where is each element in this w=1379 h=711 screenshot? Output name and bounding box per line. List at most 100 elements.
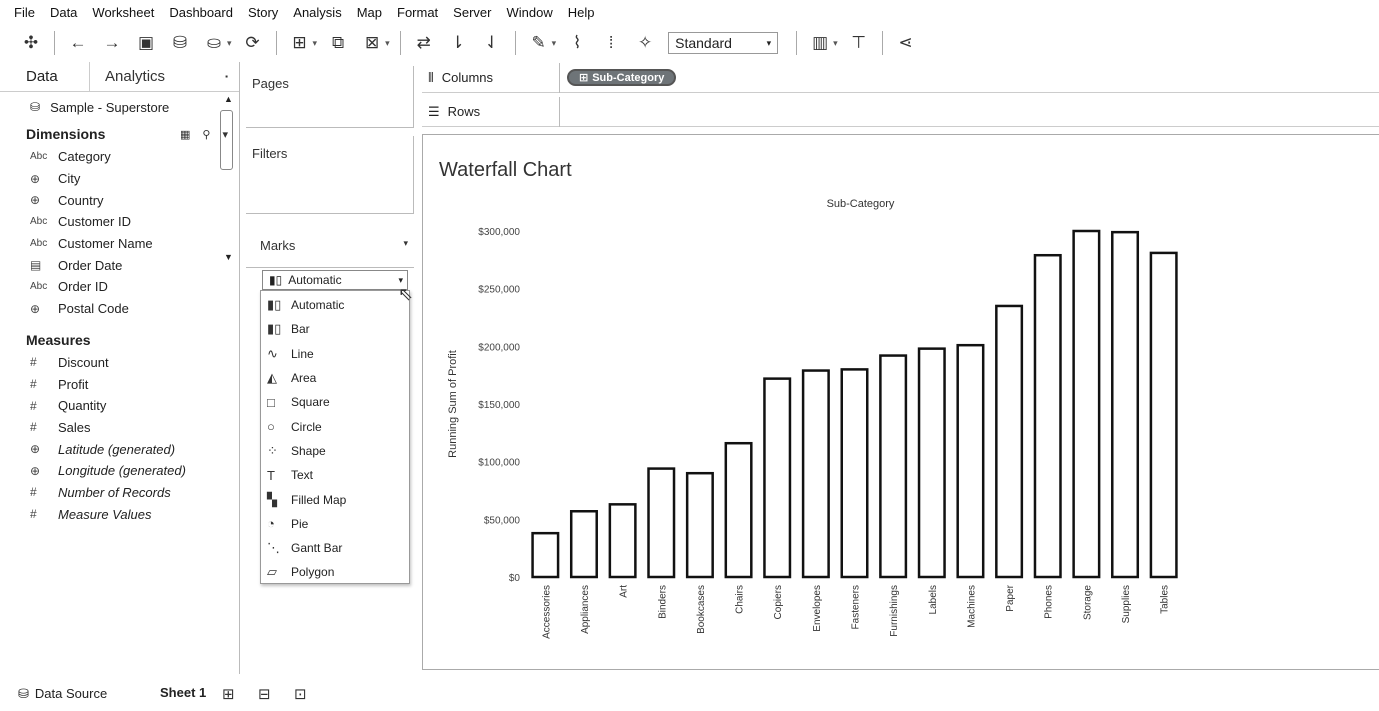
scroll-up-icon[interactable]: ▲ — [224, 94, 233, 104]
mark-option[interactable]: ⁘Shape — [261, 439, 409, 463]
field-item[interactable]: #Measure Values — [0, 503, 240, 525]
chart-bar[interactable] — [995, 304, 1024, 579]
tab-analytics[interactable]: Analytics ▪ — [90, 62, 240, 92]
pause-updates-caret-icon[interactable]: ▾ — [227, 37, 232, 48]
chart-bar[interactable] — [917, 347, 946, 579]
chart-bar[interactable] — [801, 369, 830, 579]
mark-option[interactable]: ▱Polygon — [261, 560, 409, 584]
field-item[interactable]: ⊕City — [0, 168, 240, 190]
new-dashboard-icon[interactable]: ⊟ — [258, 686, 271, 703]
dimensions-menu-icon[interactable]: ▾ — [222, 128, 228, 141]
dimensions-scrollbar[interactable] — [220, 110, 233, 170]
duplicate-sheet-icon[interactable]: ⧉ — [331, 33, 345, 52]
filters-card[interactable]: Filters — [246, 136, 414, 214]
marks-menu-icon[interactable]: ▾ — [403, 238, 408, 248]
share-icon[interactable]: ⋖ — [898, 33, 913, 52]
fix-axes-icon[interactable]: ✧ — [638, 33, 653, 52]
chart-bar[interactable] — [647, 467, 676, 579]
chart-bar[interactable] — [1149, 251, 1178, 579]
sub-category-pill[interactable]: ⊞ Sub-Category — [567, 69, 677, 86]
save-icon[interactable]: ▣ — [137, 33, 155, 52]
mark-option[interactable]: ▮▯Automatic — [261, 293, 409, 317]
field-item[interactable]: ⊕Country — [0, 189, 240, 211]
mark-option[interactable]: ∿Line — [261, 342, 409, 366]
new-story-icon[interactable]: ⊡ — [294, 686, 307, 703]
chart-bar[interactable] — [608, 503, 637, 579]
field-item[interactable]: #Number of Records — [0, 482, 240, 504]
new-worksheet-icon[interactable]: ⊞ — [292, 33, 307, 52]
sheet-tab[interactable]: Sheet 1 — [160, 685, 206, 700]
chart-bar[interactable] — [569, 510, 598, 579]
pane-menu-icon[interactable]: ▪ — [225, 72, 228, 81]
fit-select[interactable]: Standard ▾ — [668, 32, 779, 54]
new-worksheet-caret-icon[interactable]: ▾ — [312, 37, 318, 48]
search-icon[interactable]: ⚲ — [202, 128, 211, 141]
sort-descending-icon[interactable]: ⇃ — [484, 33, 499, 52]
chart-bar[interactable] — [1111, 230, 1140, 579]
tab-data[interactable]: Data — [0, 61, 90, 92]
show-cards-icon[interactable]: ▥ — [812, 33, 829, 52]
datasource-item[interactable]: ⛁ Sample - Superstore — [0, 92, 240, 122]
field-item[interactable]: ▤Order Date — [0, 254, 240, 276]
mark-option[interactable]: ○Circle — [261, 414, 409, 438]
new-datasource-icon[interactable]: ⛁ — [172, 33, 188, 52]
mark-option[interactable]: ◔Pie — [261, 512, 409, 536]
columns-shelf[interactable]: ⦀ Columns ⊞ Sub-Category — [422, 62, 1379, 93]
refresh-icon[interactable]: ⟳ — [245, 33, 260, 52]
chart-bar[interactable] — [1072, 229, 1101, 579]
mark-option[interactable]: ▮▯Bar — [261, 317, 409, 341]
chart-bar[interactable] — [879, 354, 908, 579]
highlight-icon[interactable]: ✎ — [531, 33, 546, 52]
field-item[interactable]: ⊕Postal Code — [0, 298, 240, 320]
field-item[interactable]: #Quantity — [0, 395, 240, 417]
menu-help[interactable]: Help — [567, 4, 595, 20]
field-item[interactable]: #Discount — [0, 352, 240, 374]
group-members-icon[interactable]: ⌇ — [572, 33, 582, 52]
mark-option[interactable]: □Square — [261, 390, 409, 414]
datasource-tab[interactable]: ⛁ Data Source — [18, 686, 107, 702]
tableau-logo-icon[interactable]: ✣ — [23, 33, 39, 52]
chart-bar[interactable] — [724, 441, 753, 579]
redo-icon[interactable]: → — [103, 33, 121, 52]
chart-bar[interactable] — [1033, 253, 1062, 579]
mark-option[interactable]: ⋱Gantt Bar — [261, 536, 409, 560]
chart-bar[interactable] — [763, 377, 792, 579]
rows-shelf[interactable]: ☰ Rows — [422, 96, 1379, 127]
swap-rows-columns-icon[interactable]: ⇄ — [416, 33, 431, 52]
mark-type-select[interactable]: ▮▯ Automatic ▾ — [262, 270, 408, 290]
chart-bar[interactable] — [956, 343, 985, 579]
show-cards-caret-icon[interactable]: ▾ — [833, 37, 838, 48]
view-data-icon[interactable]: ▦ — [180, 128, 191, 141]
new-worksheet-icon[interactable]: ⊞ — [222, 686, 235, 703]
scroll-down-icon[interactable]: ▼ — [224, 252, 233, 262]
chart-bar[interactable] — [685, 471, 714, 579]
pause-updates-icon[interactable]: ⛀ — [206, 33, 222, 52]
pages-card[interactable]: Pages — [246, 66, 414, 128]
menu-window[interactable]: Window — [506, 4, 553, 20]
presentation-mode-icon[interactable]: ⊤ — [851, 33, 867, 52]
undo-icon[interactable]: ← — [69, 33, 87, 52]
menu-map[interactable]: Map — [356, 4, 382, 20]
highlight-caret-icon[interactable]: ▾ — [551, 37, 557, 48]
field-item[interactable]: #Sales — [0, 417, 240, 439]
sort-ascending-icon[interactable]: ⇂ — [450, 33, 465, 52]
viz-title[interactable]: Waterfall Chart — [439, 159, 572, 181]
menu-data[interactable]: Data — [49, 4, 78, 20]
menu-server[interactable]: Server — [453, 4, 492, 20]
field-item[interactable]: ⊕Longitude (generated) — [0, 460, 240, 482]
field-item[interactable]: #Profit — [0, 373, 240, 395]
menu-story[interactable]: Story — [247, 4, 279, 20]
field-item[interactable]: ⊕Latitude (generated) — [0, 438, 240, 460]
clear-sheet-icon[interactable]: ⊠ — [364, 33, 380, 52]
menu-analysis[interactable]: Analysis — [293, 4, 342, 20]
menu-file[interactable]: File — [14, 4, 35, 20]
show-labels-icon[interactable]: ⁞ — [608, 33, 614, 52]
menu-format[interactable]: Format — [397, 4, 439, 20]
chart-bar[interactable] — [531, 531, 560, 579]
mark-option[interactable]: ▚Filled Map — [261, 487, 409, 511]
